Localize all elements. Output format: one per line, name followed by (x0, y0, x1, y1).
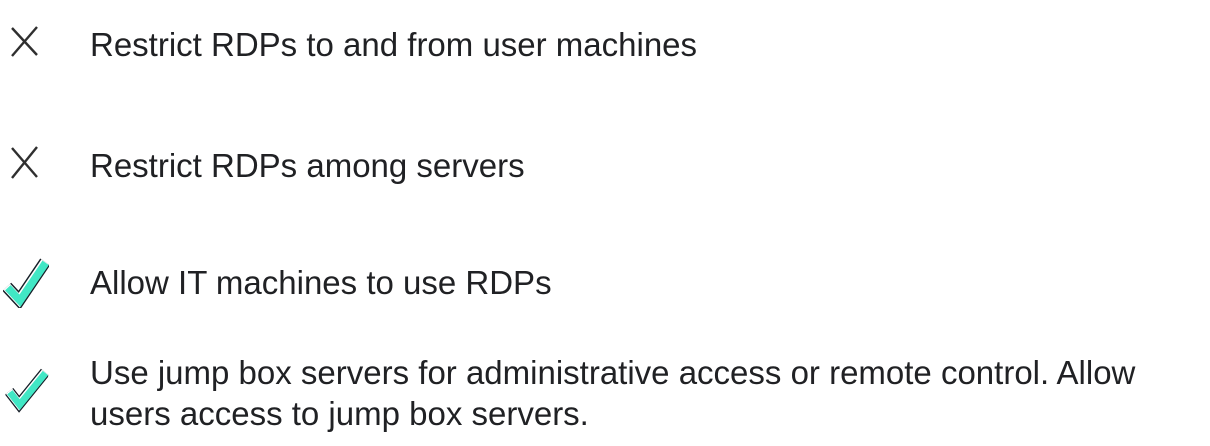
item-text: Allow IT machines to use RDPs (90, 264, 552, 301)
x-icon (10, 144, 39, 180)
item-text: Restrict RDPs to and from user machines (90, 26, 698, 63)
x-icon (10, 25, 39, 57)
item-text: Use jump box servers for administrative … (90, 354, 1136, 432)
check-icon (4, 361, 50, 415)
check-icon (3, 256, 49, 308)
item-text: Restrict RDPs among servers (90, 147, 525, 184)
